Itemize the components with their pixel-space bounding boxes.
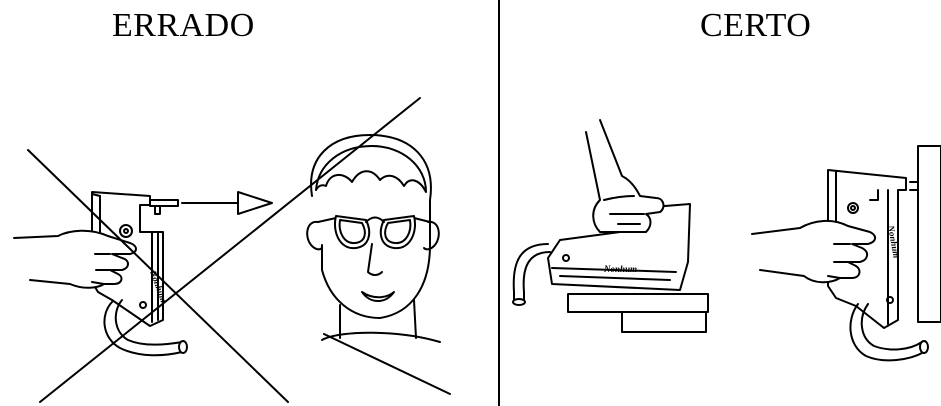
- direction-arrow-icon: [182, 192, 272, 214]
- svg-text:Nonhum: Nonhum: [603, 264, 637, 274]
- face-with-safety-glasses: [307, 135, 440, 342]
- stapler-on-workpiece: Nonhum: [513, 120, 708, 332]
- wrong-usage-illustration: Nonhum: [14, 98, 450, 402]
- stapler-against-wall: Nonhum: [752, 146, 941, 360]
- stapler-aimed-at-face: Nonhum: [14, 192, 187, 355]
- correct-usage-illustration: Nonhum Nonhum: [513, 120, 941, 360]
